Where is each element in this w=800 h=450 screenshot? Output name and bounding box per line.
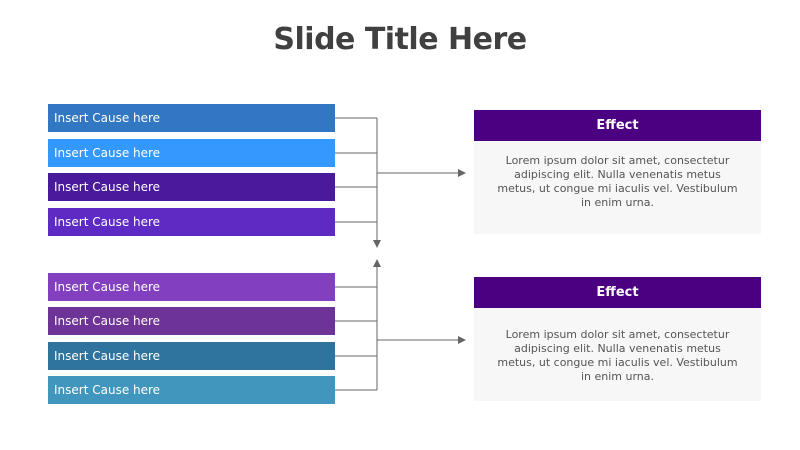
effect-2-text: Lorem ipsum dolor sit amet, consectetur …	[474, 308, 761, 401]
effect-1-text: Lorem ipsum dolor sit amet, consectetur …	[474, 141, 761, 234]
cause-box-bottom-3: Insert Cause here	[48, 342, 335, 370]
cause-box-bottom-1: Insert Cause here	[48, 273, 335, 301]
slide-title: Slide Title Here	[273, 22, 527, 57]
cause-box-top-3: Insert Cause here	[48, 173, 335, 201]
cause-box-top-2: Insert Cause here	[48, 139, 335, 167]
cause-box-bottom-2: Insert Cause here	[48, 307, 335, 335]
cause-box-top-4: Insert Cause here	[48, 208, 335, 236]
effect-2-header: Effect	[474, 277, 761, 308]
cause-box-bottom-4: Insert Cause here	[48, 376, 335, 404]
cause-box-top-1: Insert Cause here	[48, 104, 335, 132]
effect-1-header: Effect	[474, 110, 761, 141]
